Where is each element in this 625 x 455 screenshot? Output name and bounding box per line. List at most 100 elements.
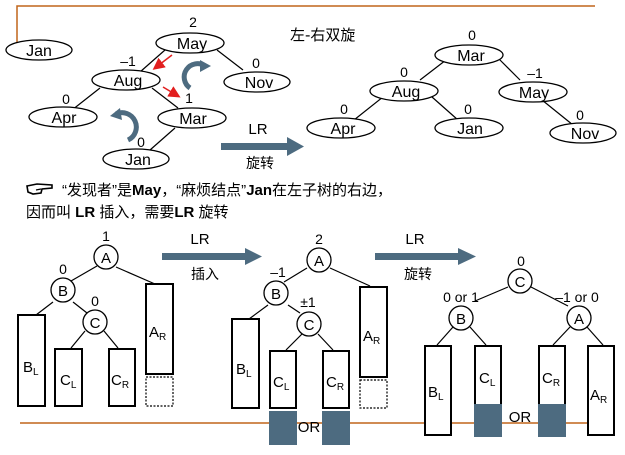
caption-segment: 插入，需要 xyxy=(95,204,175,221)
svg-text:C: C xyxy=(515,274,526,291)
insert-arrow: LR 插入 xyxy=(162,231,262,283)
svg-text:Mar: Mar xyxy=(457,48,485,65)
pointing-hand-icon xyxy=(26,183,53,195)
subtree-cl: CL xyxy=(269,350,297,445)
subtree-bl: BL xyxy=(17,314,46,407)
subtree-cr: CR xyxy=(322,350,350,445)
svg-text:Nov: Nov xyxy=(571,126,599,143)
svg-text:旋转: 旋转 xyxy=(246,156,274,172)
cr-grown-block xyxy=(322,411,350,445)
node-may: May 2 xyxy=(155,14,225,54)
after-tree: Mar 0 Aug 0 May –1 Apr 0 Jan 0 Nov 0 xyxy=(306,27,617,144)
svg-text:AR: AR xyxy=(149,324,166,343)
svg-text:A: A xyxy=(101,250,111,267)
svg-text:Mar: Mar xyxy=(179,111,207,128)
svg-text:0 or 1: 0 or 1 xyxy=(443,289,479,305)
svg-text:LR: LR xyxy=(248,121,267,138)
caption-segment: LR xyxy=(174,204,195,221)
node-aug: Aug 0 xyxy=(369,64,439,102)
red-arrow-may-aug xyxy=(152,54,173,70)
subtree-cr: CR xyxy=(108,348,136,407)
svg-text:0: 0 xyxy=(59,261,67,277)
svg-text:插入: 插入 xyxy=(191,267,219,283)
node-may: May –1 xyxy=(498,65,568,103)
edge-aug-mar xyxy=(151,87,179,109)
stage2-tree: A 2 B –1 C ±1 BL CL CR OR xyxy=(231,231,388,445)
node-a: A 2 xyxy=(306,231,332,273)
svg-text:1: 1 xyxy=(185,90,193,106)
node-nov: Nov 0 xyxy=(223,55,291,93)
svg-text:BL: BL xyxy=(428,384,444,403)
or-label: OR xyxy=(298,419,321,436)
svg-text:±1: ±1 xyxy=(300,294,316,310)
svg-text:A: A xyxy=(314,253,324,270)
svg-text:Apr: Apr xyxy=(52,110,78,127)
svg-text:2: 2 xyxy=(189,14,197,30)
svg-text:CR: CR xyxy=(111,372,129,391)
svg-text:May: May xyxy=(519,85,549,102)
svg-text:0: 0 xyxy=(252,55,260,71)
node-c: C 0 xyxy=(82,293,108,335)
subtree-cl: CL xyxy=(54,348,83,407)
svg-text:0: 0 xyxy=(400,64,408,80)
svg-text:CL: CL xyxy=(479,370,496,389)
svg-text:AR: AR xyxy=(363,328,380,347)
subtree-ar-placeholder xyxy=(145,376,174,407)
svg-text:0: 0 xyxy=(464,101,472,117)
subtree-ar: AR xyxy=(587,345,615,436)
cl-grown-block xyxy=(474,404,502,437)
caption-segment: Jan xyxy=(246,182,273,199)
svg-text:Jan: Jan xyxy=(26,43,52,60)
svg-text:CL: CL xyxy=(60,372,77,391)
node-apr: Apr 0 xyxy=(28,91,98,128)
svg-text:旋转: 旋转 xyxy=(404,267,432,283)
svg-text:–1 or 0: –1 or 0 xyxy=(555,289,599,305)
svg-text:0: 0 xyxy=(91,293,99,309)
svg-text:–1: –1 xyxy=(527,65,543,81)
node-b: B –1 xyxy=(263,264,289,306)
caption-segment: May xyxy=(132,182,162,199)
caption-segment: 因而叫 xyxy=(26,204,76,221)
caption-line-1: “发现者”是May，“麻烦结点”Jan在左子树的右边， xyxy=(62,181,392,201)
svg-text:C: C xyxy=(90,315,101,332)
node-nov: Nov 0 xyxy=(549,107,617,144)
svg-text:LR: LR xyxy=(405,231,424,248)
edge-may-aug xyxy=(139,49,166,73)
svg-text:CL: CL xyxy=(273,374,290,393)
svg-text:CR: CR xyxy=(326,374,344,393)
svg-text:Aug: Aug xyxy=(392,84,420,101)
cl-grown-block xyxy=(269,411,297,445)
cr-grown-block xyxy=(538,404,566,437)
svg-text:B: B xyxy=(271,286,281,303)
node-jan: Jan 0 xyxy=(102,134,170,170)
svg-text:AR: AR xyxy=(590,387,607,406)
svg-text:BL: BL xyxy=(23,359,39,378)
svg-text:0: 0 xyxy=(517,253,525,269)
subtree-ar-placeholder xyxy=(359,379,388,409)
caption-segment: ，“麻烦结点” xyxy=(161,182,247,199)
node-a: A –1 or 0 xyxy=(555,289,599,331)
svg-text:BL: BL xyxy=(236,361,252,380)
caption-segment: “发现者”是 xyxy=(62,182,132,199)
rotate-counterclockwise-icon xyxy=(114,110,139,143)
caption-segment: LR xyxy=(75,204,96,221)
subtree-bl: BL xyxy=(231,318,260,409)
svg-text:0: 0 xyxy=(137,134,145,150)
svg-text:0: 0 xyxy=(468,27,476,43)
caption-segment: 在左子树的右边， xyxy=(272,182,393,199)
svg-text:Jan: Jan xyxy=(125,152,151,169)
svg-text:CR: CR xyxy=(542,370,560,389)
svg-text:Apr: Apr xyxy=(331,121,357,138)
edge-may-nov xyxy=(216,49,244,71)
red-arrow-aug-mar xyxy=(162,86,181,98)
node-mar: Mar 1 xyxy=(157,90,227,129)
svg-text:LR: LR xyxy=(190,231,209,248)
or-label: OR xyxy=(509,409,532,426)
svg-text:May: May xyxy=(177,36,207,53)
section-title: 左-右双旋 xyxy=(290,26,355,44)
svg-text:B: B xyxy=(58,283,68,300)
svg-text:Jan: Jan xyxy=(457,121,483,138)
svg-text:0: 0 xyxy=(340,101,348,117)
rotate-arrow: LR 旋转 xyxy=(375,231,476,283)
